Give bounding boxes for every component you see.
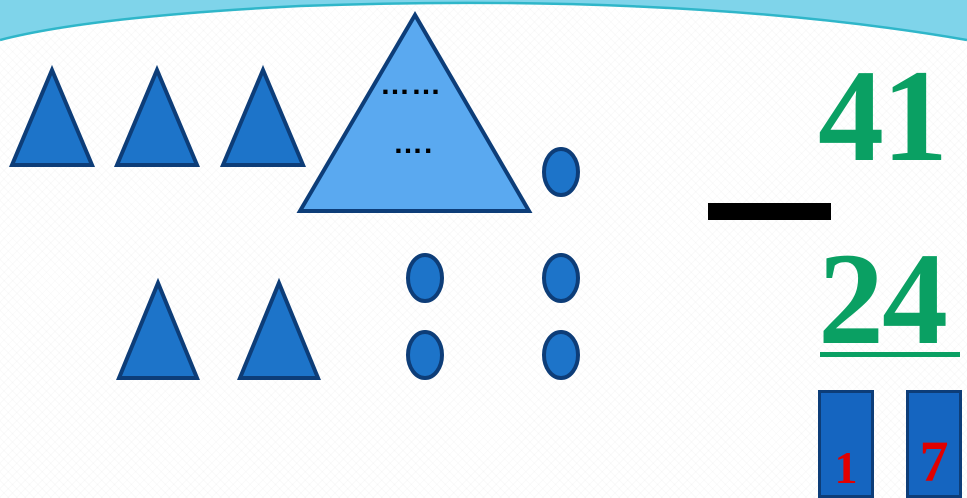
answer-digit-ones: 7	[919, 429, 949, 494]
top-banner	[0, 0, 967, 40]
minus-sign	[708, 203, 831, 220]
oval-one-5	[542, 330, 580, 380]
oval-one-1	[542, 147, 580, 197]
answer-box-tens: 1	[818, 390, 874, 498]
subtrahend-number: 24	[818, 225, 948, 372]
triangle-tens-2	[113, 64, 201, 167]
oval-one-2	[406, 253, 444, 303]
answer-underline	[820, 352, 960, 357]
big-triangle-dots-row-1: ……	[380, 68, 442, 101]
big-triangle	[296, 11, 533, 213]
minuend-number: 41	[818, 42, 948, 189]
triangle-tens-5	[237, 277, 321, 380]
answer-box-ones: 7	[906, 390, 962, 498]
oval-one-4	[406, 330, 444, 380]
big-triangle-dots-row-2: ….	[393, 127, 434, 160]
triangle-tens-3	[219, 64, 307, 167]
banner-edge	[0, 1, 967, 42]
oval-one-3	[542, 253, 580, 303]
triangle-tens-4	[116, 277, 200, 380]
answer-digit-tens: 1	[834, 442, 858, 493]
triangle-tens-1	[8, 64, 96, 167]
